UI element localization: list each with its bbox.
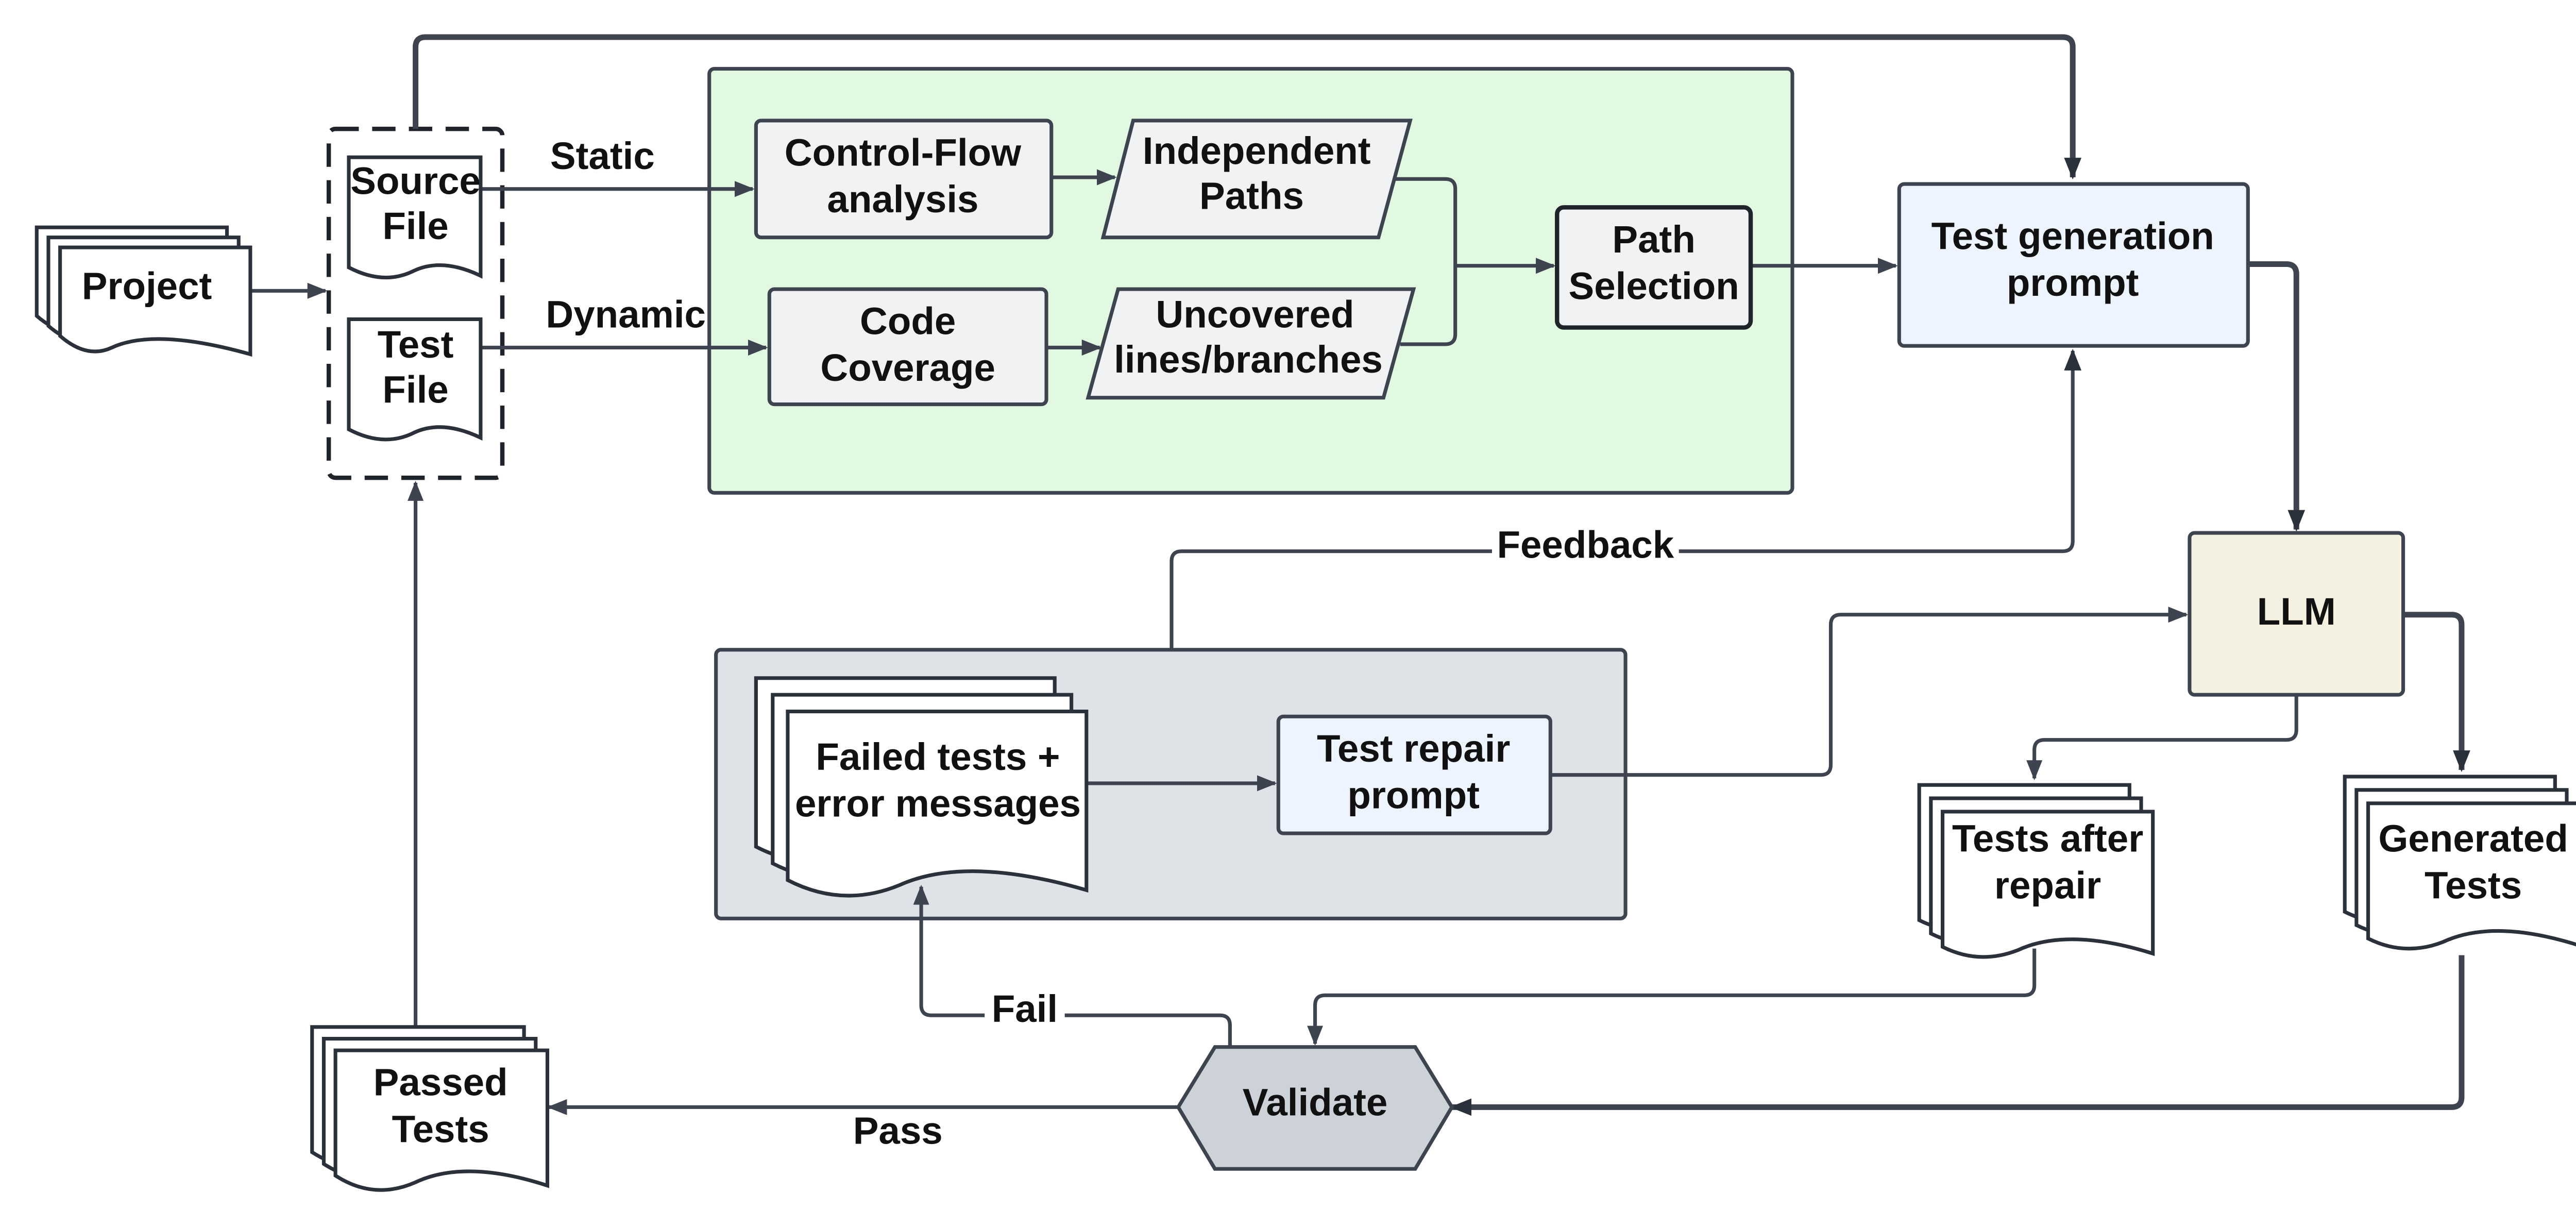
path-selection-label-line1: Path xyxy=(1612,218,1695,261)
llm-label: LLM xyxy=(2257,590,2336,633)
independent-paths-label-line1: Independent xyxy=(1143,129,1371,172)
generated-tests-label-line1: Generated xyxy=(2378,817,2568,860)
edge-label-pass: Pass xyxy=(853,1110,943,1152)
tests-after-repair-label-line2: repair xyxy=(1994,864,2101,906)
path-selection-label-line2: Selection xyxy=(1569,265,1739,308)
passed-tests-node: Passed Tests xyxy=(310,1025,550,1192)
uncovered-label-line2: lines/branches xyxy=(1114,338,1383,381)
project-node: Project xyxy=(35,225,252,357)
code-coverage-label-line1: Code xyxy=(860,300,956,343)
test-file-label-line2: File xyxy=(382,368,448,411)
control-flow-label-line2: analysis xyxy=(827,178,978,221)
source-file-label-line2: File xyxy=(382,205,448,247)
code-coverage-label-line2: Coverage xyxy=(820,346,995,389)
passed-tests-label-line1: Passed xyxy=(374,1061,508,1104)
uncovered-node: Uncovered lines/branches xyxy=(1086,287,1416,400)
edge-source-to-prompt xyxy=(413,34,2082,180)
validate-label: Validate xyxy=(1243,1081,1388,1124)
tests-after-repair-label-line1: Tests after xyxy=(1952,817,2143,860)
failed-tests-label-line1: Failed tests + xyxy=(816,735,1060,778)
test-file-label-line1: Test xyxy=(378,323,454,366)
passed-tests-label-line2: Tests xyxy=(392,1107,489,1150)
edge-repair-prompt-to-llm xyxy=(1550,607,2189,777)
test-generation-prompt-label-line1: Test generation xyxy=(1931,214,2214,257)
path-selection-node: Path Selection xyxy=(1555,205,1753,330)
test-generation-prompt-node: Test generation prompt xyxy=(1897,182,2250,348)
edge-label-dynamic: Dynamic xyxy=(546,293,706,336)
test-repair-prompt-node: Test repair prompt xyxy=(1276,714,1552,835)
uncovered-label-line1: Uncovered xyxy=(1156,293,1354,336)
edge-prompt-to-llm xyxy=(2248,261,2306,532)
generated-tests-node: Generated Tests xyxy=(2343,775,2576,951)
independent-paths-label-line2: Paths xyxy=(1199,175,1304,217)
validate-node: Validate xyxy=(1176,1045,1454,1171)
edge-validate-fail xyxy=(913,884,1232,1047)
edge-generated-tests-to-validate xyxy=(1449,955,2465,1116)
edge-llm-to-repaired-tests xyxy=(2026,695,2298,781)
test-file-node: Test File xyxy=(347,317,483,442)
source-file-node: Source File xyxy=(347,155,483,280)
edge-llm-to-generated-tests xyxy=(2403,612,2470,772)
edge-paths-merge xyxy=(1393,177,1458,346)
independent-paths-node: Independent Paths xyxy=(1100,119,1413,240)
test-generation-prompt-label-line2: prompt xyxy=(2007,261,2139,304)
test-repair-prompt-label-line2: prompt xyxy=(1347,774,1480,816)
edge-label-fail: Fail xyxy=(992,987,1058,1030)
test-repair-prompt-label-line1: Test repair xyxy=(1317,727,1510,770)
control-flow-node: Control-Flow analysis xyxy=(754,119,1054,240)
feedback-label-bg xyxy=(1492,528,1679,575)
tests-after-repair-node: Tests after repair xyxy=(1917,783,2155,959)
llm-node: LLM xyxy=(2188,531,2405,697)
code-coverage-node: Code Coverage xyxy=(767,287,1048,407)
control-flow-label-line1: Control-Flow xyxy=(785,131,1022,174)
fail-label-bg xyxy=(985,992,1065,1039)
failed-tests-label-line2: error messages xyxy=(795,782,1081,825)
edge-label-feedback: Feedback xyxy=(1497,524,1674,566)
source-file-label-line1: Source xyxy=(350,159,481,202)
generated-tests-label-line2: Tests xyxy=(2425,864,2522,906)
project-label: Project xyxy=(82,265,212,308)
failed-tests-node: Failed tests + error messages xyxy=(754,676,1089,898)
edge-label-static: Static xyxy=(550,135,655,177)
edge-repaired-tests-to-validate xyxy=(1307,948,2037,1046)
edges xyxy=(250,34,2470,1116)
